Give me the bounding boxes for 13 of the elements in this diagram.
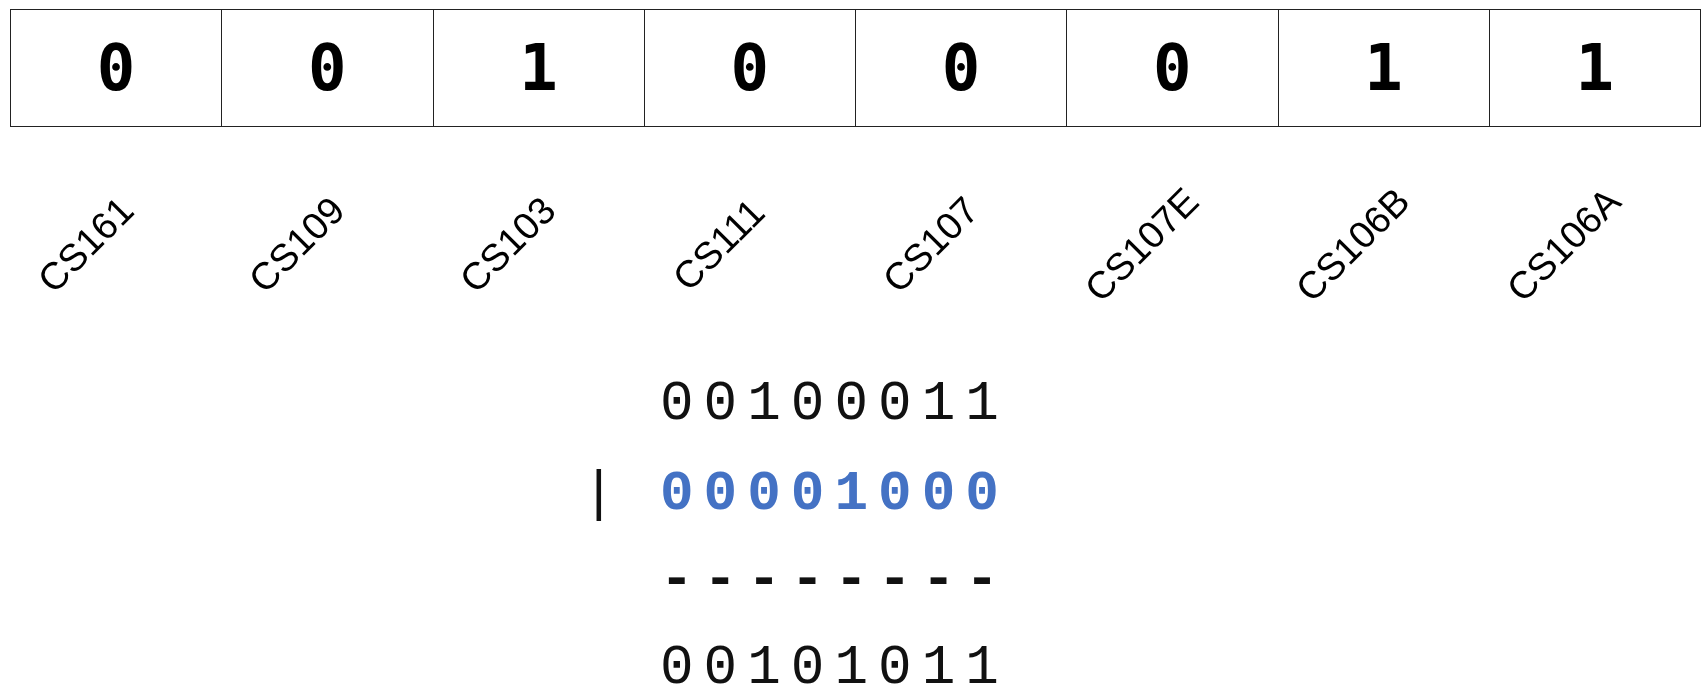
bit-cell: 1 — [432, 9, 645, 127]
bit-cell: 0 — [1066, 9, 1279, 127]
bit-cell: 0 — [855, 9, 1068, 127]
bit-cell: 1 — [1488, 9, 1701, 127]
bit-cell: 0 — [10, 9, 223, 127]
binary-number: 00100011 — [660, 372, 1009, 436]
or-operator: | — [582, 462, 626, 526]
binary-result: 00101011 — [660, 636, 1009, 697]
binary-mask: 00001000 — [660, 462, 1009, 526]
bit-cell: 1 — [1277, 9, 1490, 127]
dash-line: -------- — [660, 548, 1009, 612]
bit-cell: 0 — [221, 9, 434, 127]
bit-cell: 0 — [643, 9, 856, 127]
